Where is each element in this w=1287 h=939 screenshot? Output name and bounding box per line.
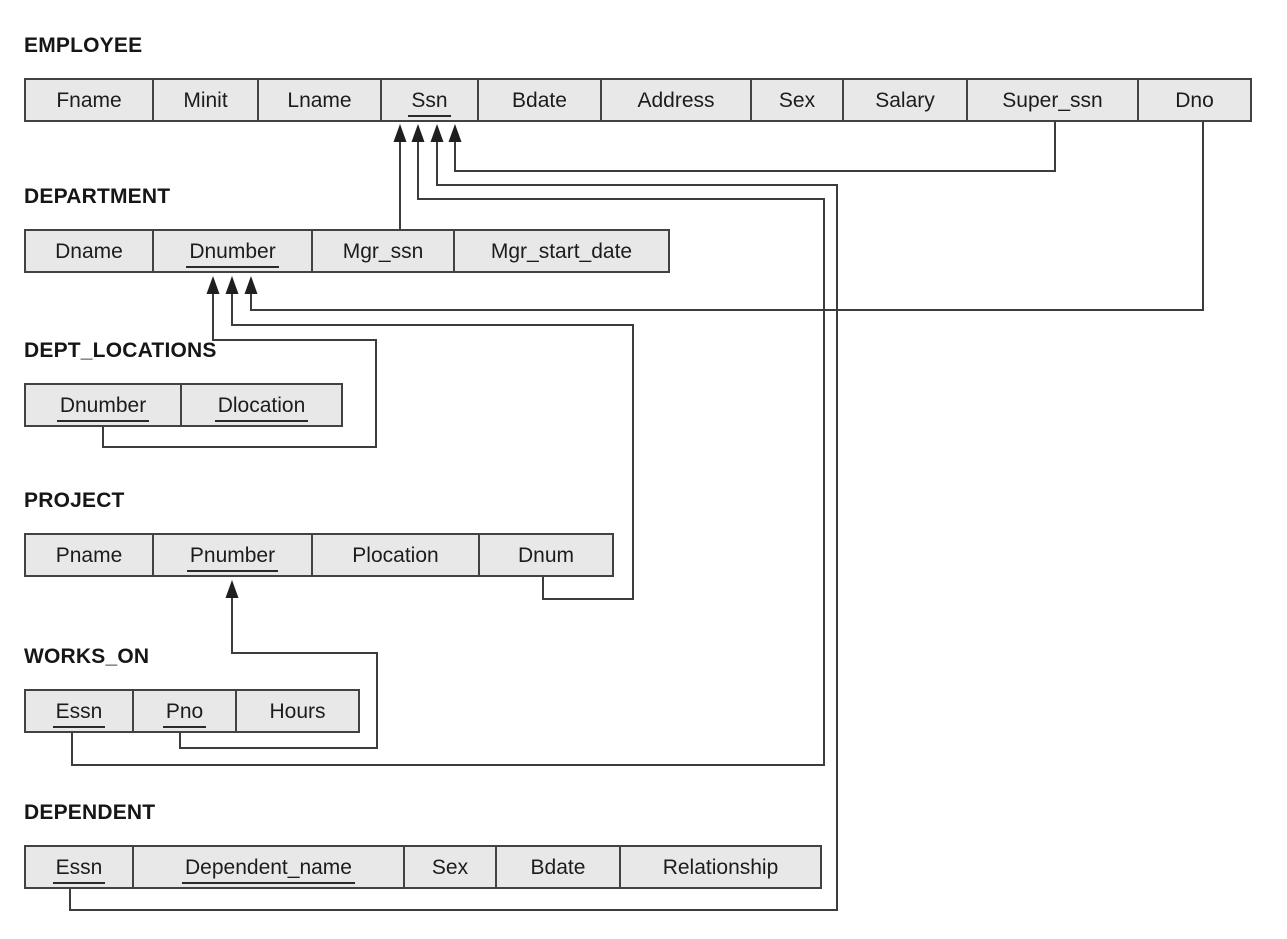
cell-employee-minit: Minit [152,78,259,122]
cell-works-on-essn: Essn [24,689,134,733]
cell-department-mgr-start-date: Mgr_start_date [453,229,670,273]
cell-dependent-dependent-name: Dependent_name [132,845,405,889]
arrowhead-dno-to-dnumber [244,276,258,294]
cell-employee-ssn: Ssn [380,78,479,122]
relation-dependent-row: Essn Dependent_name Sex Bdate Relationsh… [24,845,822,889]
cell-dept-locations-dnumber: Dnumber [24,383,182,427]
arrowhead-mgr-ssn-to-ssn [393,124,407,142]
cell-dependent-bdate: Bdate [495,845,621,889]
relation-dept-locations-row: Dnumber Dlocation [24,383,343,427]
relation-dependent-title: DEPENDENT [24,801,156,824]
cell-department-dnumber: Dnumber [152,229,313,273]
arrowhead-project-dnum-to-dnumber [225,276,239,294]
cell-department-mgr-ssn: Mgr_ssn [311,229,455,273]
relation-works-on: WORKS_ON Essn Pno Hours [24,646,360,733]
cell-project-dnum: Dnum [478,533,614,577]
cell-works-on-pno: Pno [132,689,237,733]
cell-dept-locations-dlocation: Dlocation [180,383,343,427]
relation-dependent: DEPENDENT Essn Dependent_name Sex Bdate … [24,802,822,889]
cell-employee-fname: Fname [24,78,154,122]
relation-dept-locations-title: DEPT_LOCATIONS [24,339,217,362]
arrowhead-dependent-essn-to-ssn [430,124,444,142]
cell-project-plocation: Plocation [311,533,480,577]
cell-works-on-hours: Hours [235,689,360,733]
relation-project-row: Pname Pnumber Plocation Dnum [24,533,614,577]
cell-employee-bdate: Bdate [477,78,602,122]
arrowhead-works-on-essn-to-ssn [411,124,425,142]
relation-department: DEPARTMENT Dname Dnumber Mgr_ssn Mgr_sta… [24,186,670,273]
cell-project-pname: Pname [24,533,154,577]
fk-line-super-ssn-to-ssn [454,122,1056,172]
cell-employee-lname: Lname [257,78,382,122]
arrowhead-works-on-pno-to-pnumber [225,580,239,598]
relation-dept-locations: DEPT_LOCATIONS Dnumber Dlocation [24,340,343,427]
cell-project-pnumber: Pnumber [152,533,313,577]
relation-department-title: DEPARTMENT [24,185,171,208]
cell-dependent-essn: Essn [24,845,134,889]
cell-employee-address: Address [600,78,752,122]
relation-project: PROJECT Pname Pnumber Plocation Dnum [24,490,614,577]
relation-project-title: PROJECT [24,489,125,512]
cell-employee-dno: Dno [1137,78,1252,122]
cell-employee-salary: Salary [842,78,968,122]
relation-employee-title: EMPLOYEE [24,34,143,57]
relation-works-on-title: WORKS_ON [24,645,150,668]
cell-dependent-relationship: Relationship [619,845,822,889]
arrowhead-dept-locations-dnumber-to-dnumber [206,276,220,294]
relation-works-on-row: Essn Pno Hours [24,689,360,733]
arrowhead-super-ssn-to-ssn [448,124,462,142]
relation-department-row: Dname Dnumber Mgr_ssn Mgr_start_date [24,229,670,273]
relation-employee-row: Fname Minit Lname Ssn Bdate Address Sex … [24,78,1252,122]
cell-employee-super-ssn: Super_ssn [966,78,1139,122]
cell-dependent-sex: Sex [403,845,497,889]
cell-employee-sex: Sex [750,78,844,122]
cell-department-dname: Dname [24,229,154,273]
relation-employee: EMPLOYEE Fname Minit Lname Ssn Bdate Add… [24,35,1252,122]
